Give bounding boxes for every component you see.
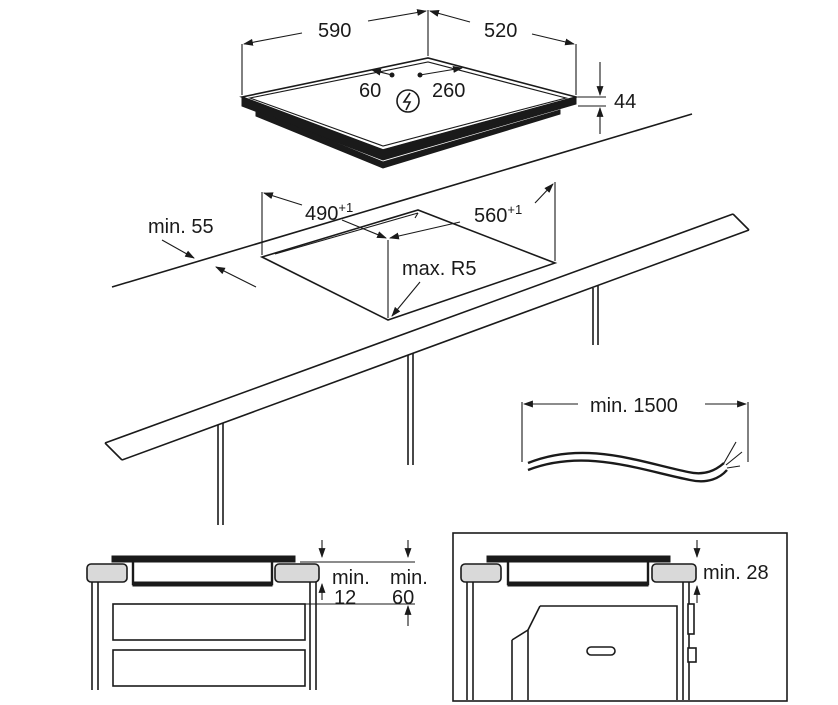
cable-length-label: min. 1500 — [590, 395, 678, 417]
cutout-drawing — [161, 182, 558, 321]
worktop — [104, 113, 750, 525]
section-oven — [452, 532, 788, 702]
cable-drawing — [521, 400, 749, 483]
drawer-space-label-1: min. — [390, 567, 428, 589]
corner-radius-label: max. R5 — [402, 258, 476, 280]
drawer-gap-label-1: min. — [332, 567, 370, 589]
electric-hazard-icon — [396, 89, 420, 113]
hob-height-label: 44 — [614, 91, 636, 113]
power-cable — [527, 451, 725, 475]
cutout-width-label: 490+1 — [305, 200, 353, 225]
hob-depth-label: 520 — [484, 20, 517, 42]
drawer-gap-label-2: 12 — [334, 587, 356, 609]
drawer-space-label-2: 60 — [392, 587, 414, 609]
hob-body — [241, 96, 577, 161]
hob-width-label: 590 — [318, 20, 351, 42]
cutout-depth-label: 560+1 — [474, 202, 522, 227]
hob-inner — [247, 61, 569, 147]
hob-underside — [255, 109, 561, 169]
front-margin-label: min. 55 — [148, 216, 214, 238]
section-drawers — [86, 540, 415, 690]
hob-drawing — [239, 57, 580, 169]
cable-left-label: 60 — [359, 80, 381, 102]
oven-gap-label: min. 28 — [703, 562, 769, 584]
hob-dimensions — [241, 9, 606, 134]
cable-right-label: 260 — [432, 80, 465, 102]
